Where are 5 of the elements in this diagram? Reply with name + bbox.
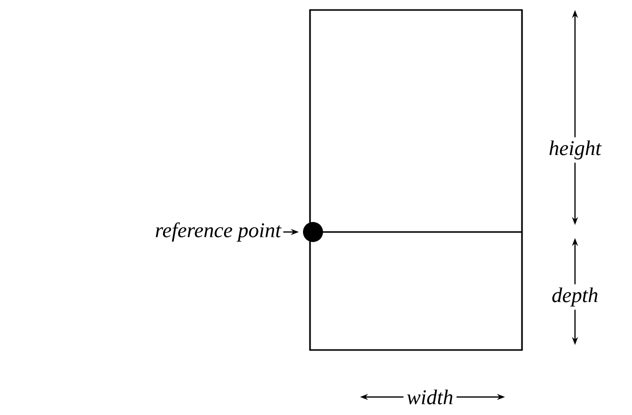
label-text: reference point [156,222,282,242]
reference-dot [303,222,323,242]
dimension-label: height [550,140,602,160]
dimension-label: depth [552,287,598,306]
dimension-label: width [407,390,452,404]
